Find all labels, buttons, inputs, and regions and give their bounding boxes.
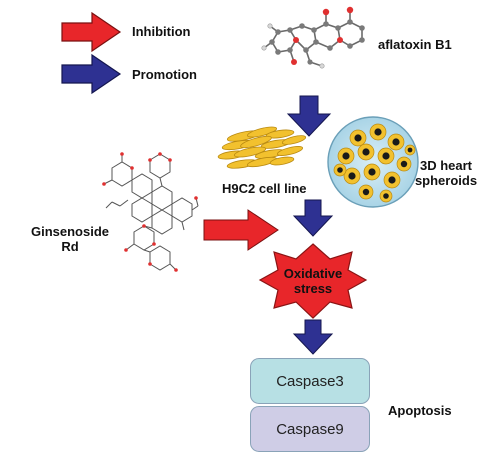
caspase3-box: Caspase3 <box>250 358 370 404</box>
heart-spheroid-illustration <box>327 116 419 208</box>
oxidative-stress-label: Oxidative stress <box>263 266 363 296</box>
h9c2-cell-line-label: H9C2 cell line <box>222 181 307 196</box>
apoptosis-label: Apoptosis <box>388 403 452 418</box>
promotion-arrow-stress-to-caspases <box>292 319 334 355</box>
oxidative-stress-line1: Oxidative <box>283 266 343 281</box>
ginsenoside-rd-molecule <box>103 153 199 271</box>
h9c2-cells-illustration <box>217 126 307 169</box>
oxidative-stress-line2: stress <box>293 281 333 296</box>
spheroid-label-line2: spheroids <box>414 173 478 188</box>
caspase9-label: Caspase9 <box>276 420 344 438</box>
ginsenoside-label-line2: Rd <box>61 239 79 254</box>
ginsenoside-rd-label: Ginsenoside Rd <box>22 224 118 254</box>
caspase9-box: Caspase9 <box>250 406 370 452</box>
aflatoxin-b1-label: aflatoxin B1 <box>378 37 452 52</box>
ginsenoside-rd-oxygen-atoms <box>102 152 198 272</box>
spheroid-label-line1: 3D heart <box>419 158 473 173</box>
inhibition-arrow-ginsenoside-to-pathway <box>203 209 279 251</box>
legend-promotion-label: Promotion <box>132 67 197 82</box>
legend-inhibition-arrow <box>61 11 122 53</box>
legend-inhibition-label: Inhibition <box>132 24 191 39</box>
aflatoxin-b1-molecule <box>263 10 363 67</box>
caspase3-label: Caspase3 <box>276 372 344 390</box>
aflatoxin-b1-atoms <box>261 6 365 69</box>
heart-spheroids-label: 3D heart spheroids <box>408 158 484 188</box>
legend-promotion-arrow <box>61 53 122 95</box>
ginsenoside-label-line1: Ginsenoside <box>30 224 110 239</box>
promotion-arrow-toxin-to-models <box>286 95 332 137</box>
oxidative-stress-starburst <box>258 243 368 319</box>
promotion-arrow-models-to-stress <box>292 199 334 237</box>
